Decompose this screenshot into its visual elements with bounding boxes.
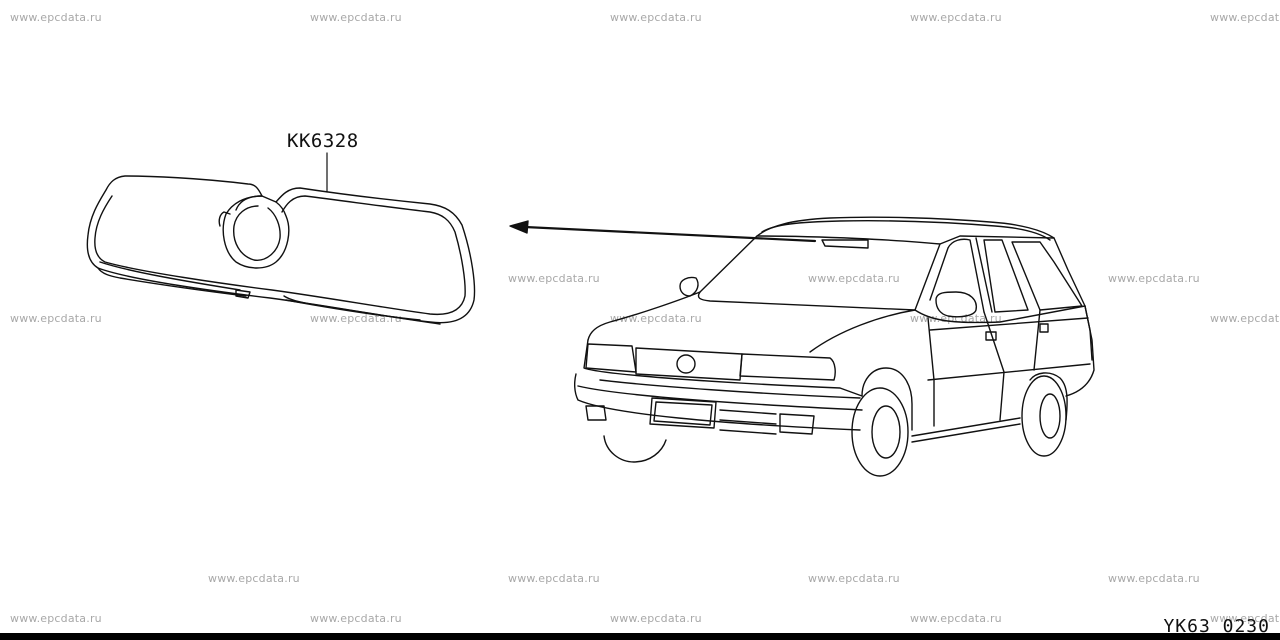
watermark-text: www.epcdata.ru — [910, 11, 1002, 24]
watermark-text: www.epcdata.ru — [10, 612, 102, 625]
watermark-text: www.epcdata.ru — [1108, 272, 1200, 285]
bottom-border-bar — [0, 633, 1280, 640]
watermark-text: www.epcdata.ru — [610, 11, 702, 24]
rear-view-mirror-icon[interactable] — [86, 152, 476, 325]
station-wagon-car-icon[interactable] — [573, 216, 1095, 477]
watermark-text: www.epcdata.ru — [208, 572, 300, 585]
watermark-text: www.epcdata.ru — [910, 612, 1002, 625]
watermark-text: www.epcdata.ru — [910, 312, 1002, 325]
watermark-text: www.epcdata.ru — [310, 11, 402, 24]
watermark-text: www.epcdata.ru — [610, 612, 702, 625]
watermark-text: www.epcdata.ru — [808, 572, 900, 585]
watermark-text: www.epcdata.ru — [1210, 312, 1280, 325]
watermark-text: www.epcdata.ru — [10, 312, 102, 325]
watermark-text: www.epcdata.ru — [508, 272, 600, 285]
watermark-text: www.epcdata.ru — [808, 272, 900, 285]
diagram-code: YK63 0230 — [1163, 616, 1270, 637]
watermark-text: www.epcdata.ru — [1210, 11, 1280, 24]
watermark-text: www.epcdata.ru — [310, 612, 402, 625]
location-arrow — [509, 220, 817, 243]
watermark-text: www.epcdata.ru — [10, 11, 102, 24]
watermark-text: www.epcdata.ru — [1210, 612, 1280, 625]
watermark-text: www.epcdata.ru — [1108, 572, 1200, 585]
watermark-text: www.epcdata.ru — [508, 572, 600, 585]
part-number-label[interactable]: KK6328 — [287, 130, 359, 152]
